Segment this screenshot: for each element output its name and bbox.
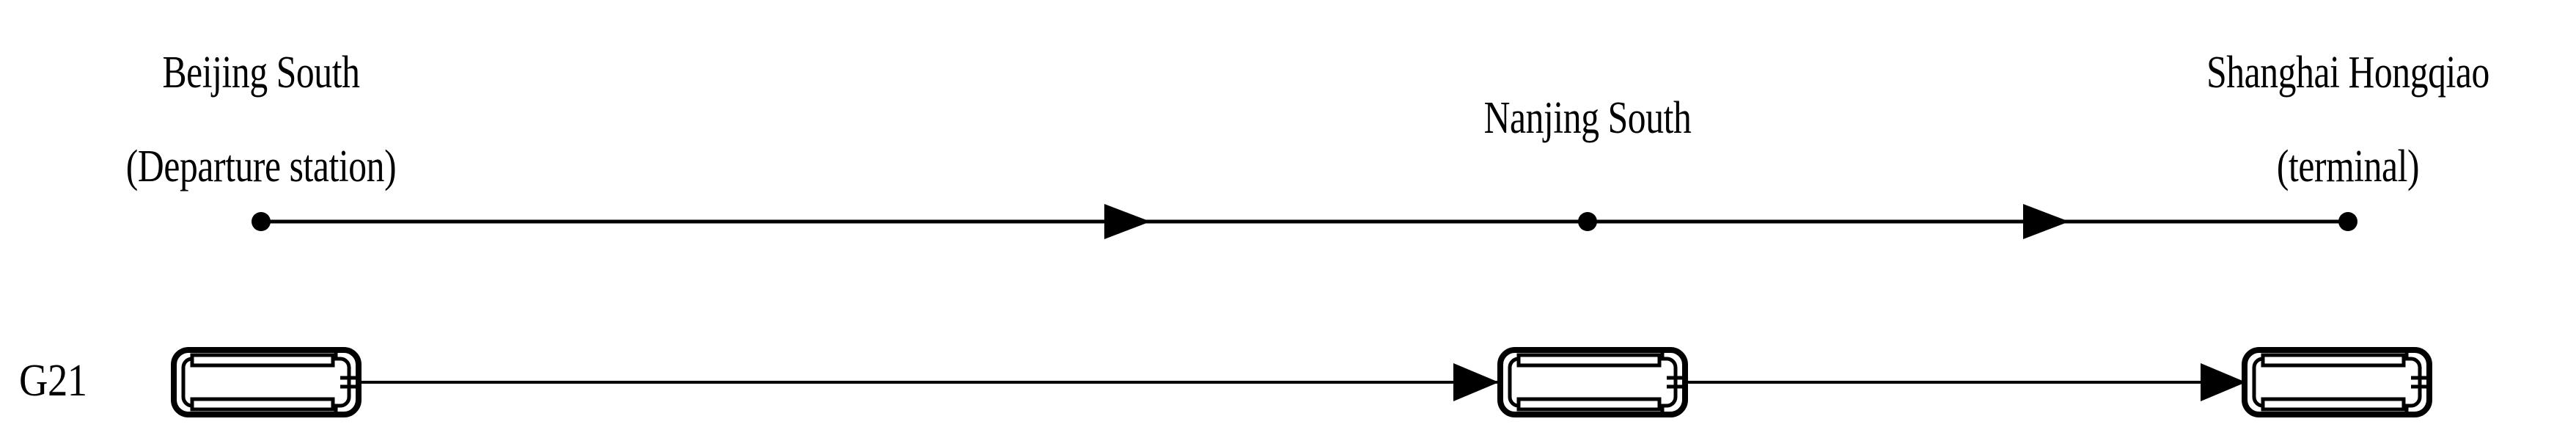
station-name-beijing-south: Beijing South	[162, 47, 360, 98]
station-role-shanghai-hongqiao: (terminal)	[2276, 141, 2420, 191]
train-car-icon[interactable]	[1497, 347, 1688, 417]
station-label-shanghai-hongqiao: Shanghai Hongqiao (terminal)	[2139, 3, 2557, 237]
train-series-label: G21	[19, 356, 87, 406]
route-arrowhead-2	[2023, 204, 2069, 239]
station-name-nanjing-south: Nanjing South	[1483, 92, 1692, 143]
station-label-nanjing-south: Nanjing South	[1379, 48, 1797, 189]
train-car-icon[interactable]	[171, 347, 362, 417]
station-node-nanjing-south[interactable]	[1578, 212, 1597, 231]
station-node-beijing-south[interactable]	[252, 212, 271, 231]
route-arrowhead-1	[1104, 204, 1151, 239]
train-connector-arrowhead-2	[2201, 363, 2246, 401]
station-name-shanghai-hongqiao: Shanghai Hongqiao	[2206, 47, 2489, 98]
station-node-shanghai-hongqiao[interactable]	[2338, 212, 2357, 231]
train-connector-arrowhead-1	[1453, 363, 1499, 401]
train-car-icon[interactable]	[2242, 347, 2432, 417]
station-label-beijing-south: Beijing South (Departure station)	[52, 3, 470, 237]
station-role-beijing-south: (Departure station)	[125, 141, 397, 191]
